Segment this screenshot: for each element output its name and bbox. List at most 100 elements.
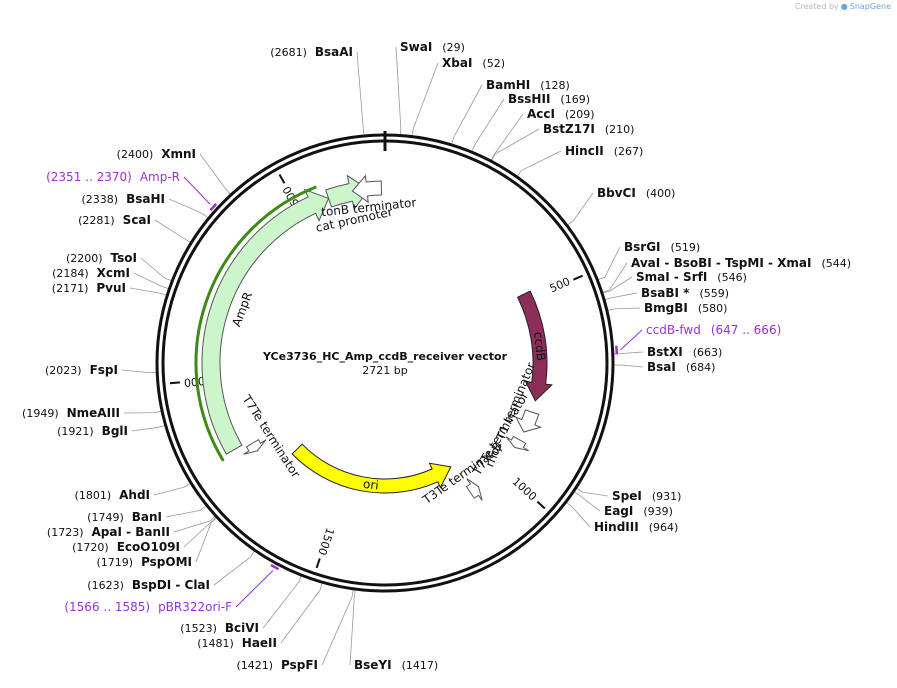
site-position: (546) — [717, 271, 747, 284]
site-bani[interactable]: (1749)BanI — [87, 510, 162, 524]
site-position: (684) — [686, 361, 716, 374]
site-pvui[interactable]: (2171)PvuI — [52, 281, 126, 295]
site-leader — [597, 246, 621, 281]
site-ecoo109i[interactable]: (1720)EcoO109I — [72, 540, 180, 554]
site-bamhi[interactable]: BamHI(128) — [486, 78, 570, 92]
tick-mark — [315, 558, 321, 569]
site-hindiii[interactable]: HindIII(964) — [594, 520, 678, 534]
site-spei[interactable]: SpeI (931) — [612, 489, 681, 503]
site-leader — [349, 589, 356, 666]
site-position: (580) — [698, 302, 728, 315]
primer-pbr322ori-f[interactable]: (1566 .. 1585)pBR322ori-F — [64, 563, 280, 614]
site-name: HincII — [565, 144, 604, 158]
site-label: (2200)TsoI — [66, 251, 137, 265]
site-label: (2184)XcmI — [52, 266, 130, 280]
site-fspi[interactable]: (2023)FspI — [45, 363, 118, 377]
site-bsabi[interactable]: BsaBI *(559) — [641, 286, 729, 300]
site-position: (939) — [643, 505, 673, 518]
credit-prefix: Created by — [794, 2, 839, 11]
site-swai[interactable]: SwaI(29) — [400, 40, 465, 54]
site-pspfi[interactable]: (1421)PspFI — [236, 658, 318, 672]
site-bsshii[interactable]: BssHII(169) — [508, 92, 590, 106]
site-label: (1719)PspOMI — [96, 555, 192, 569]
site-label: (1921)BglI — [57, 424, 128, 438]
site-acci[interactable]: AccI(209) — [527, 107, 595, 121]
feature-label: ori — [362, 477, 379, 493]
plasmid-size: 2721 bp — [362, 364, 407, 377]
primer-range: (1566 .. 1585) — [64, 600, 150, 614]
site-bcivi[interactable]: (1523)BciVI — [180, 621, 259, 635]
site-position: (267) — [614, 145, 644, 158]
restriction-sites: (2681)BsaAI SwaI(29) XbaI(52) BamHI(128)Bss… — [22, 40, 851, 672]
site-position: (1719) — [96, 556, 133, 569]
site-leader — [213, 550, 256, 586]
site-leader — [195, 516, 218, 563]
site-bsaai[interactable]: (2681)BsaAI — [270, 45, 353, 59]
site-name: BamHI — [486, 78, 530, 92]
site-bbvci[interactable]: BbvCI(400) — [597, 186, 675, 200]
site-ahdi[interactable]: (1801)AhdI — [75, 488, 150, 502]
site-position: (1481) — [197, 637, 234, 650]
site-name: SwaI — [400, 40, 432, 54]
site-hincii[interactable]: HincII (267) — [565, 144, 643, 158]
site-name: BsrGI — [624, 240, 661, 254]
primer-amp-r[interactable]: (2351 .. 2370)Amp-R — [46, 170, 218, 212]
tick-mark — [169, 381, 181, 385]
site-leader — [612, 364, 644, 368]
site-nmeaiii[interactable]: (1949)NmeAIII — [22, 406, 120, 420]
site-position: (2281) — [78, 214, 115, 227]
site-bspdi-clai[interactable]: (1623)BspDI - ClaI — [87, 578, 210, 592]
site-label: SmaI - SrfI(546) — [636, 270, 747, 284]
site-leader — [601, 262, 628, 293]
site-xmni[interactable]: (2400)XmnI — [117, 147, 196, 161]
site-eagi[interactable]: EagI (939) — [604, 504, 673, 518]
site-leader — [153, 482, 192, 496]
site-bmgbi[interactable]: BmgBI(580) — [644, 301, 727, 315]
feature-arrow — [351, 174, 383, 204]
site-scai[interactable]: (2281)ScaI — [78, 213, 151, 227]
site-label: BsrGI(519) — [624, 240, 700, 254]
site-label: BsaBI *(559) — [641, 286, 729, 300]
site-pspomi[interactable]: (1719)PspOMI — [96, 555, 192, 569]
site-xbai[interactable]: XbaI(52) — [442, 56, 505, 70]
feature-ampr: AmpR — [194, 185, 330, 462]
site-label: XbaI(52) — [442, 56, 505, 70]
site-bsahi[interactable]: (2338)BsaHI — [82, 192, 165, 206]
site-bstz17i[interactable]: BstZ17I(210) — [543, 122, 634, 136]
site-position: (931) — [652, 490, 682, 503]
site-bstxi[interactable]: BstXI(663) — [647, 345, 722, 359]
site-label: BseYI(1417) — [354, 658, 438, 672]
primer-leader — [620, 329, 643, 351]
site-label: (1801)AhdI — [75, 488, 150, 502]
site-name: SpeI — [612, 489, 642, 503]
tick-label: 1000 — [510, 475, 539, 503]
primer-ccdb-fwd[interactable]: ccdB-fwd(647 .. 666) — [615, 323, 781, 355]
site-leader — [606, 307, 641, 312]
site-apai-banii[interactable]: (1723)ApaI - BanII — [47, 525, 170, 539]
site-name: HaeII — [242, 636, 277, 650]
site-leader — [471, 98, 505, 153]
site-leader — [140, 257, 173, 282]
site-bsrgi[interactable]: BsrGI(519) — [624, 240, 700, 254]
site-bgli[interactable]: (1921)BglI — [57, 424, 128, 438]
site-leader — [280, 582, 323, 644]
primer-leader — [235, 570, 274, 608]
site-leader — [131, 424, 166, 432]
site-xcmi[interactable]: (2184)XcmI — [52, 266, 130, 280]
site-position: (544) — [821, 257, 851, 270]
site-bsai[interactable]: BsaI(684) — [647, 360, 715, 374]
site-name: EagI — [604, 504, 633, 518]
feature-arrow — [516, 290, 553, 402]
site-bseyi[interactable]: BseYI(1417) — [354, 658, 438, 672]
site-smai-srfi[interactable]: SmaI - SrfI(546) — [636, 270, 747, 284]
site-tsoi[interactable]: (2200)TsoI — [66, 251, 137, 265]
site-avai-bsobi-tspmi-xmai[interactable]: AvaI - BsoBI - TspMI - XmaI(544) — [631, 256, 851, 270]
site-haeii[interactable]: (1481) HaeII — [197, 636, 277, 650]
primer-label: (2351 .. 2370)Amp-R — [46, 170, 180, 184]
site-position: (2023) — [45, 364, 82, 377]
site-label: BstZ17I(210) — [543, 122, 634, 136]
site-name: PvuI — [96, 281, 126, 295]
tick-mark — [573, 274, 583, 281]
